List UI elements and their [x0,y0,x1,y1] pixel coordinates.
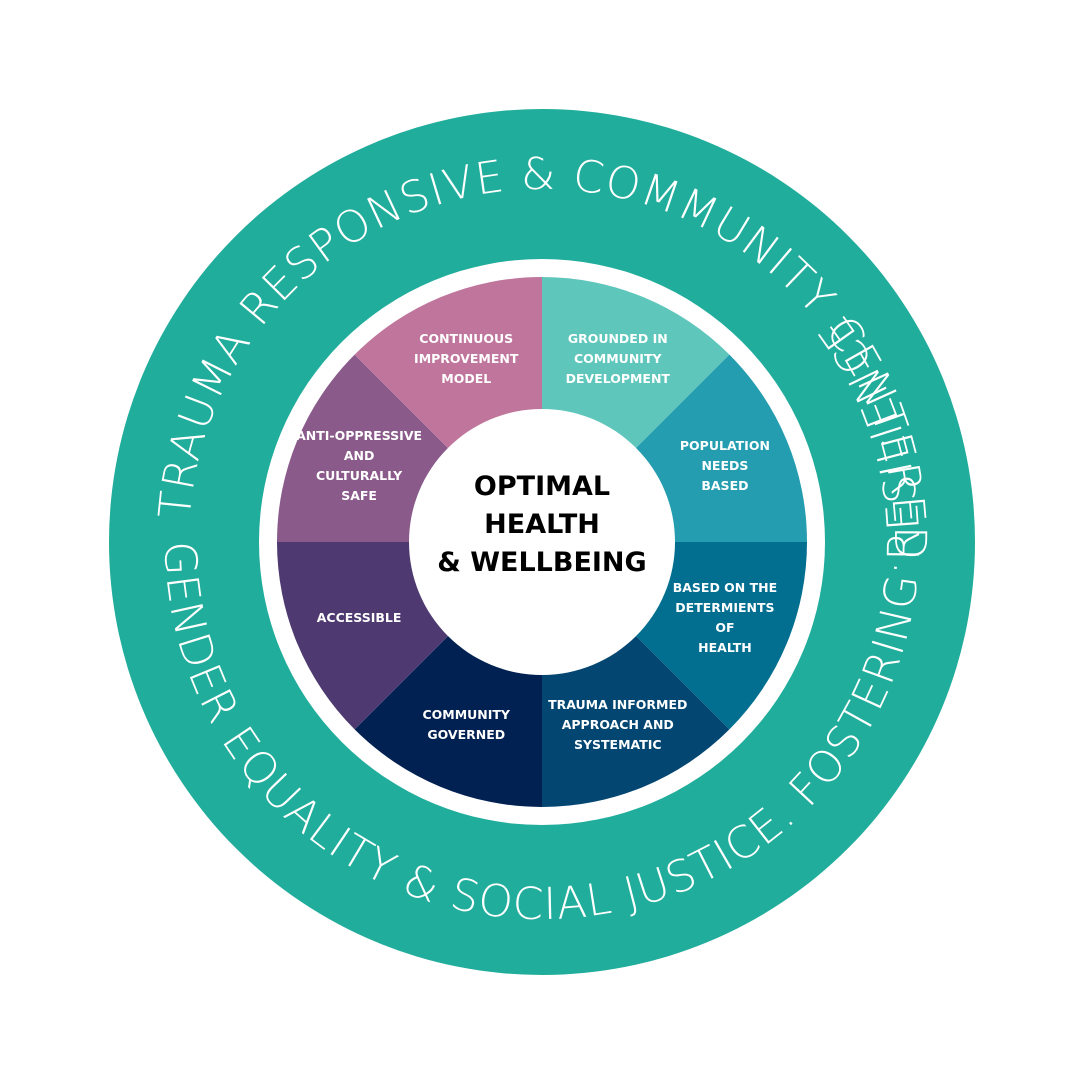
outer-ring-separator: · [876,418,891,469]
segment-label: ACCESSIBLE [317,610,402,625]
center-circle [409,409,675,675]
